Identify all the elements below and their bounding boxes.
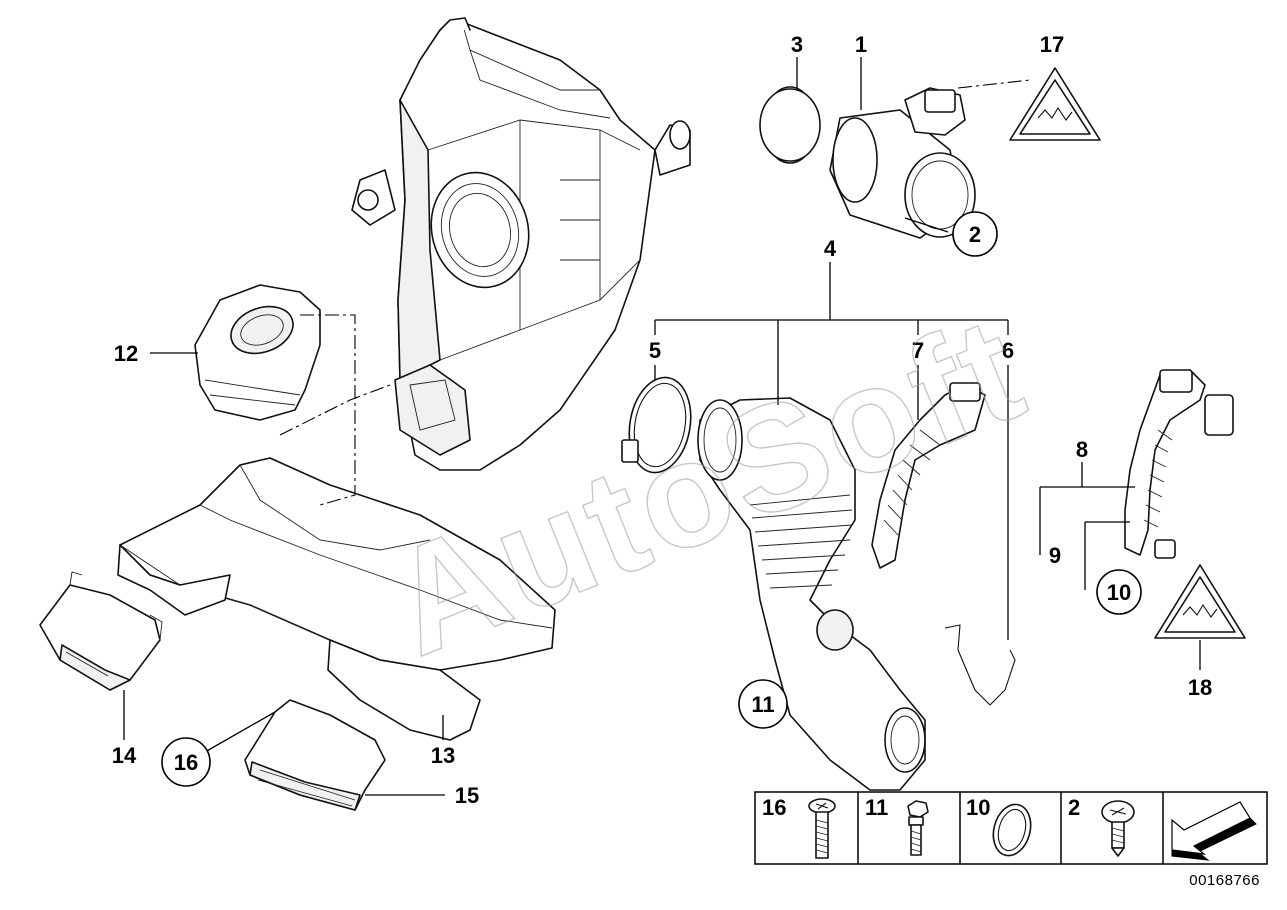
retaining-wire-6 xyxy=(944,624,1016,706)
fastener-table: 16 11 10 2 xyxy=(754,791,1268,865)
table-cell-11: 11 xyxy=(865,795,929,856)
o-ring-icon xyxy=(992,803,1032,857)
table-cell-number: 2 xyxy=(1068,795,1080,820)
callout-18: 18 xyxy=(1188,675,1212,700)
air-duct-14 xyxy=(39,571,163,691)
callout-16: 16 xyxy=(174,750,198,775)
hex-bolt-icon xyxy=(907,800,929,856)
intake-bellows-hose xyxy=(697,397,926,791)
intake-snorkel xyxy=(117,457,556,741)
table-cell-number: 11 xyxy=(865,795,888,820)
hose-clamp-5 xyxy=(621,376,692,474)
table-cell-number: 10 xyxy=(966,795,990,820)
callout-10: 10 xyxy=(1107,580,1131,605)
hot-surface-warning-icon xyxy=(1154,564,1246,639)
intake-duct-12 xyxy=(194,284,321,421)
table-cell-10: 10 xyxy=(966,795,1032,857)
callout-3: 3 xyxy=(791,32,803,57)
table-cell-16: 16 xyxy=(762,795,836,859)
callout-12: 12 xyxy=(114,341,138,366)
callout-1: 1 xyxy=(855,32,867,57)
callout-7: 7 xyxy=(912,338,924,363)
callout-11: 11 xyxy=(751,692,774,717)
o-ring-3 xyxy=(759,88,821,162)
diagram-reference-number: 00168766 xyxy=(1189,872,1260,889)
air-duct-15 xyxy=(244,699,386,811)
callout-circle-11 xyxy=(738,679,788,729)
callout-17: 17 xyxy=(1040,32,1064,57)
callout-circle-16 xyxy=(161,737,211,787)
callout-circle-2 xyxy=(952,211,998,257)
hot-surface-warning-icon xyxy=(1009,67,1101,141)
callout-4: 4 xyxy=(824,236,837,261)
long-screw-icon xyxy=(808,798,836,859)
table-cell-2: 2 xyxy=(1068,795,1135,857)
callout-15: 15 xyxy=(455,783,479,808)
table-cell-number: 16 xyxy=(762,795,786,820)
callout-13: 13 xyxy=(431,743,455,768)
leader-lines xyxy=(123,57,1201,796)
callout-labels: 3 1 17 2 4 5 7 6 12 8 9 10 18 11 14 13 1… xyxy=(112,32,1212,808)
callout-circle-10 xyxy=(1096,569,1142,615)
callout-8: 8 xyxy=(1076,437,1088,462)
callout-2: 2 xyxy=(969,222,981,247)
vent-hose-8 xyxy=(1124,369,1234,559)
vent-hose-7 xyxy=(871,382,986,569)
callout-14: 14 xyxy=(112,743,137,768)
table-cell-arrow xyxy=(1171,801,1257,861)
direction-arrow-icon xyxy=(1171,801,1257,861)
callout-6: 6 xyxy=(1002,338,1014,363)
callout-5: 5 xyxy=(649,338,661,363)
callout-9: 9 xyxy=(1049,543,1061,568)
round-head-screw-icon xyxy=(1101,800,1135,857)
air-filter-housing xyxy=(351,17,691,471)
